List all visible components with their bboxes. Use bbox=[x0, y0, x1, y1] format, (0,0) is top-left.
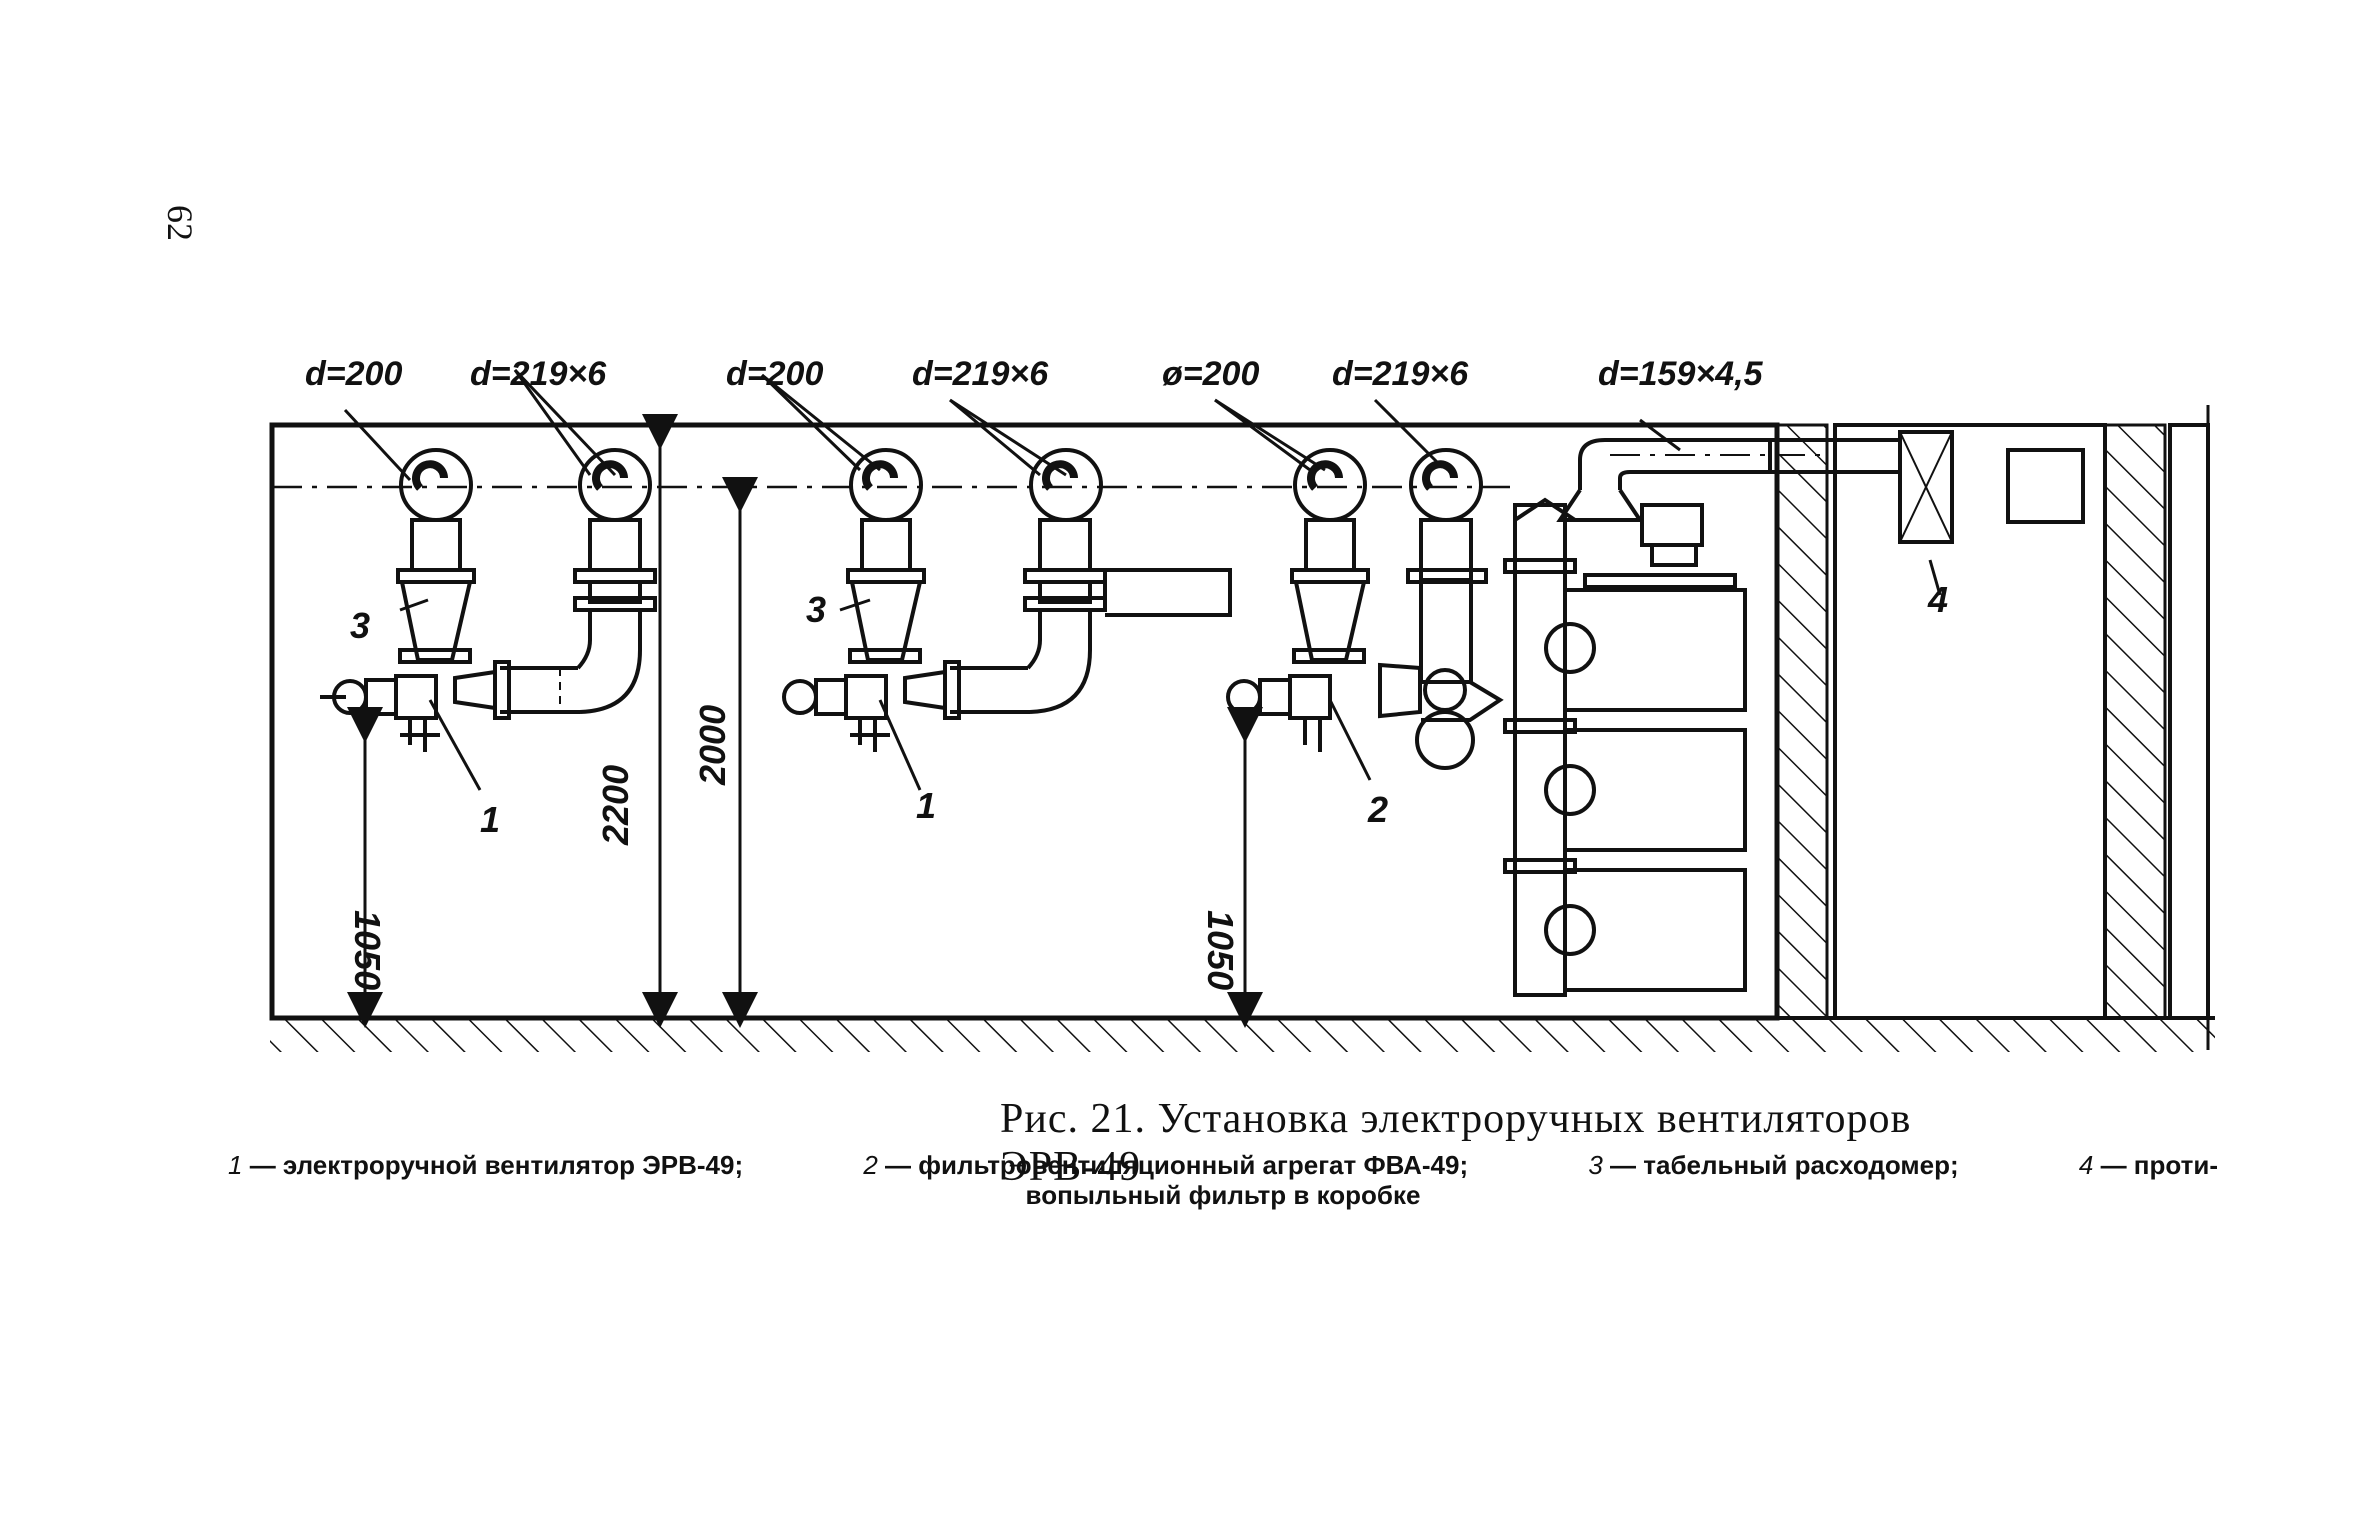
callout-2: 2 bbox=[1367, 789, 1388, 830]
legend-item-4-text: — проти- bbox=[2100, 1150, 2218, 1180]
callout-1-b: 1 bbox=[916, 785, 936, 826]
label-d200-1: d=200 bbox=[305, 355, 402, 393]
fan-unit-2 bbox=[782, 448, 1232, 752]
label-d200-3: ø=200 bbox=[1162, 355, 1259, 393]
callout-4: 4 bbox=[1927, 579, 1948, 620]
label-d219-3: d=219×6 bbox=[1332, 355, 1469, 393]
legend-item-1-text: — электроручной вентилятор ЭРВ-49; bbox=[249, 1150, 744, 1180]
label-d219-1: d=219×6 bbox=[470, 355, 607, 393]
label-d159: d=159×4,5 bbox=[1598, 355, 1764, 393]
filter-room bbox=[1833, 423, 2107, 1020]
legend-item-2-num: 2 bbox=[863, 1150, 878, 1180]
label-d219-2: d=219×6 bbox=[912, 355, 1049, 393]
legend-item-3: 3 — табельный расходомер; bbox=[1588, 1150, 1958, 1180]
legend-item-1: 1 — электроручной вентилятор ЭРВ-49; bbox=[228, 1150, 743, 1180]
outer-wall bbox=[2103, 423, 2167, 1020]
legend-item-2: 2 — фильтровентиляционный агрегат ФВА-49… bbox=[863, 1150, 1468, 1180]
legend-row-1: 1 — электроручной вентилятор ЭРВ-49; 2 —… bbox=[228, 1150, 2218, 1180]
dim-2200: 2200 bbox=[595, 765, 636, 846]
label-d200-2: d=200 bbox=[726, 355, 823, 393]
partition-wall bbox=[1775, 423, 1829, 1020]
legend-row-2: вопыльный фильтр в коробке bbox=[1025, 1180, 1421, 1210]
fan-unit-1 bbox=[320, 448, 657, 752]
figure-caption: Рис. 21. Установка электроручных вентиля… bbox=[1000, 1096, 1912, 1190]
page-number: 62 bbox=[160, 205, 200, 241]
callout-3-b: 3 bbox=[806, 589, 826, 630]
legend-item-4: 4 — проти- bbox=[2079, 1150, 2218, 1180]
legend-item-4-num: 4 bbox=[2078, 1150, 2094, 1180]
legend-item-3-num: 3 bbox=[1588, 1150, 1603, 1180]
dimension-lines bbox=[347, 414, 1263, 1028]
floor-hatching bbox=[270, 1016, 2215, 1052]
anti-dust-filter-box bbox=[1898, 430, 2085, 544]
figure-legend: 1 — электроручной вентилятор ЭРВ-49; 2 —… bbox=[228, 1150, 2218, 1210]
dim-1050-right: 1050 bbox=[1200, 910, 1241, 990]
callout-1-a: 1 bbox=[480, 799, 500, 840]
dim-1050-left: 1050 bbox=[347, 910, 388, 990]
legend-item-2-text: — фильтровентиляционный агрегат ФВА-49; bbox=[885, 1150, 1469, 1180]
legend-item-1-num: 1 bbox=[228, 1150, 243, 1180]
leader-lines bbox=[343, 368, 1942, 791]
legend-item-3-text: — табельный расходомер; bbox=[1610, 1150, 1959, 1180]
dim-2000: 2000 bbox=[692, 705, 733, 786]
callout-3-a: 3 bbox=[350, 605, 370, 646]
outer-wall-edge bbox=[2168, 423, 2210, 1020]
